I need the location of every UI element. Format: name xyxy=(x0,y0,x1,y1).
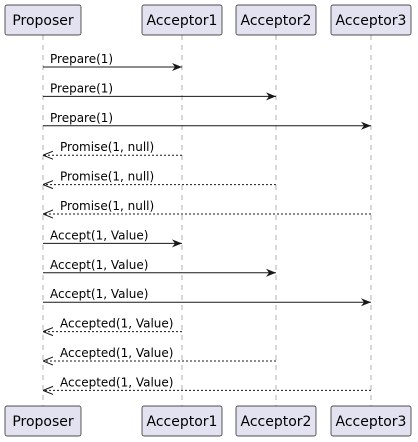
participant-label: Acceptor2 xyxy=(241,414,312,430)
message-label: Accept(1, Value) xyxy=(50,228,148,242)
participant-proposer-top: Proposer xyxy=(4,4,82,36)
message-label: Accepted(1, Value) xyxy=(60,346,173,360)
participant-box xyxy=(330,405,412,437)
message-1: Prepare(1) xyxy=(43,52,182,71)
message-label: Promise(1, null) xyxy=(60,199,154,213)
participant-box xyxy=(235,405,317,437)
participant-acceptor3-bottom: Acceptor3 xyxy=(330,405,412,437)
message-label: Accepted(1, Value) xyxy=(60,317,173,331)
message-8: Accept(1, Value) xyxy=(43,258,276,277)
participants: ProposerProposerAcceptor1Acceptor1Accept… xyxy=(4,4,412,437)
participant-box xyxy=(141,405,223,437)
message-2: Prepare(1) xyxy=(43,81,276,101)
message-6: Promise(1, null) xyxy=(43,199,371,214)
participant-label: Proposer xyxy=(12,414,74,430)
message-9: Accept(1, Value) xyxy=(43,287,371,307)
participant-box xyxy=(235,4,317,36)
participant-acceptor2-bottom: Acceptor2 xyxy=(235,405,317,437)
participant-label: Proposer xyxy=(12,13,74,29)
message-label: Accepted(1, Value) xyxy=(60,375,173,389)
participant-label: Acceptor1 xyxy=(147,414,218,430)
message-10: Accepted(1, Value) xyxy=(43,317,182,332)
message-4: Promise(1, null) xyxy=(43,140,182,155)
message-label: Accept(1, Value) xyxy=(50,287,148,301)
participant-box xyxy=(4,405,82,437)
message-label: Prepare(1) xyxy=(50,52,113,66)
message-11: Accepted(1, Value) xyxy=(43,346,276,361)
participant-label: Acceptor3 xyxy=(336,13,407,29)
message-5: Promise(1, null) xyxy=(43,170,276,185)
message-12: Accepted(1, Value) xyxy=(43,375,371,390)
participant-box xyxy=(141,4,223,36)
message-label: Prepare(1) xyxy=(50,111,113,125)
participant-label: Acceptor3 xyxy=(336,414,407,430)
participant-proposer-bottom: Proposer xyxy=(4,405,82,437)
message-label: Prepare(1) xyxy=(50,81,113,95)
participant-box xyxy=(4,4,82,36)
participant-label: Acceptor2 xyxy=(241,13,312,29)
message-label: Accept(1, Value) xyxy=(50,258,148,272)
participant-acceptor1-top: Acceptor1 xyxy=(141,4,223,36)
messages: Prepare(1) Prepare(1) Prepare(1) Promise(1,… xyxy=(43,52,371,390)
message-label: Promise(1, null) xyxy=(60,140,154,154)
message-3: Prepare(1) xyxy=(43,111,371,130)
participant-box xyxy=(330,4,412,36)
participant-label: Acceptor1 xyxy=(147,13,218,29)
participant-acceptor2-top: Acceptor2 xyxy=(235,4,317,36)
message-label: Promise(1, null) xyxy=(60,170,154,184)
participant-acceptor1-bottom: Acceptor1 xyxy=(141,405,223,437)
message-7: Accept(1, Value) xyxy=(43,228,182,248)
participant-acceptor3-top: Acceptor3 xyxy=(330,4,412,36)
